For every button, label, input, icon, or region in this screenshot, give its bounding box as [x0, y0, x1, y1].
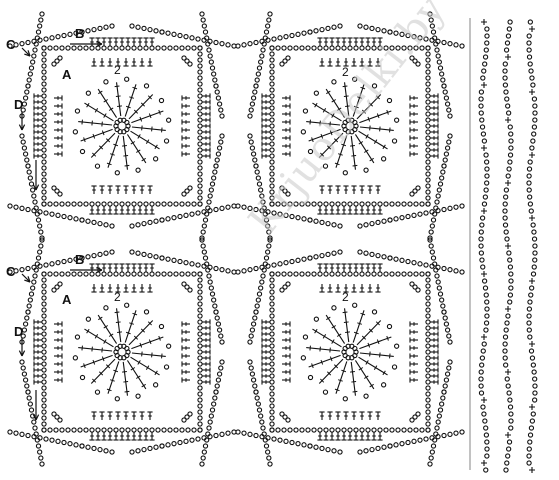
direction-arrow-d-top	[18, 112, 26, 131]
label-c-top: C	[6, 37, 16, 52]
direction-arrow-d-bottom	[18, 338, 26, 357]
round-number-bottom: 2	[114, 290, 121, 304]
label-a-top: A	[62, 67, 72, 82]
round-number-bottom-right: 2	[342, 290, 349, 304]
direction-arrow-b-bottom	[70, 266, 103, 274]
motif-bottom-left	[7, 237, 237, 467]
direction-arrow-b-top	[70, 40, 103, 48]
edging-columns	[478, 19, 538, 473]
label-b-bottom: B	[75, 252, 85, 267]
direction-arrow-left-top	[32, 160, 40, 191]
label-a-bottom: A	[62, 292, 72, 307]
motif-bottom-right	[235, 237, 465, 467]
round-number-top-right: 2	[342, 65, 349, 79]
direction-arrow-c-top	[21, 47, 31, 57]
label-d-top: D	[14, 97, 24, 112]
label-d-bottom: D	[14, 324, 24, 339]
label-b-top: B	[75, 26, 85, 41]
round-number-top: 2	[114, 63, 121, 77]
motif-top-right	[235, 11, 465, 241]
direction-arrow-c-bottom	[21, 273, 31, 283]
motif-top-left	[7, 11, 237, 241]
label-c-bottom: C	[6, 264, 16, 279]
direction-arrow-left-bottom	[32, 390, 40, 421]
